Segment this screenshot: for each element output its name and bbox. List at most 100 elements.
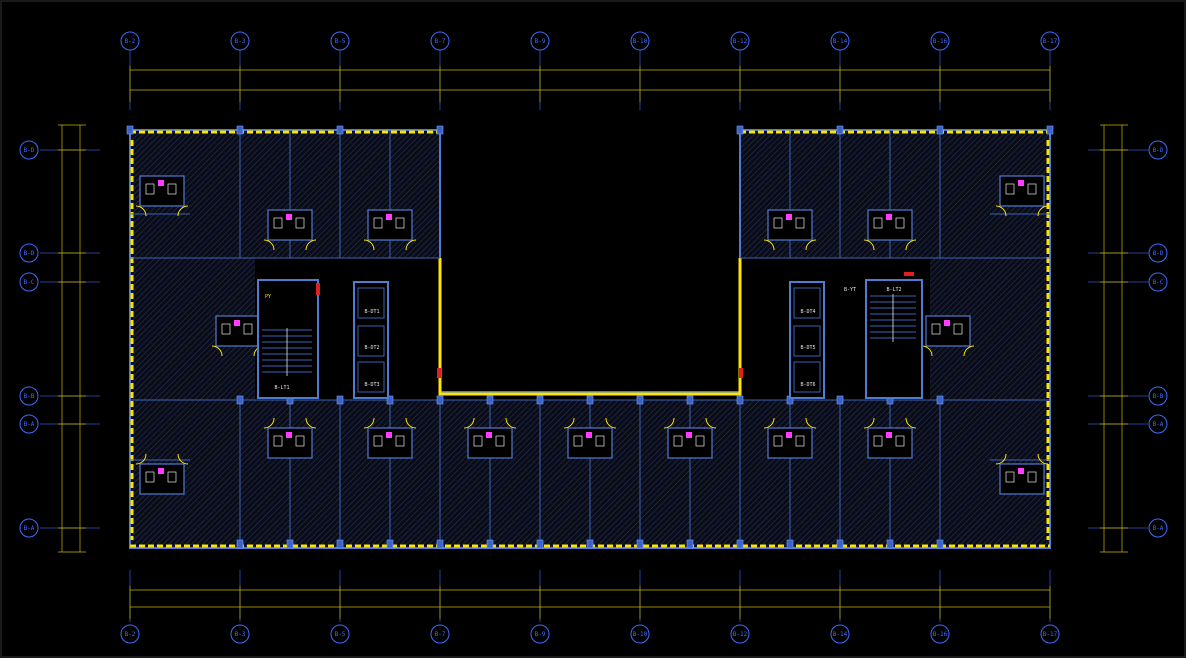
fixture-marker [886, 432, 892, 438]
structural-column [236, 539, 244, 549]
grid-bubble [1148, 414, 1168, 434]
structural-column [736, 539, 744, 549]
toilet-icon [773, 217, 783, 229]
fixture-marker [786, 214, 792, 220]
grid-bubble-label: B-2 [125, 631, 136, 638]
fixture-marker [286, 214, 292, 220]
toilet-icon [1005, 183, 1015, 195]
door-swing [705, 417, 717, 429]
sink-icon [243, 323, 253, 335]
floor-right-wing [740, 130, 1050, 258]
left-shaft-label: PY [265, 294, 271, 300]
grid-bubble [830, 31, 850, 51]
grid-bubble-label: B-17 [1043, 631, 1058, 638]
grid-bubble-label: B-10 [633, 38, 648, 45]
sink-icon [1027, 471, 1037, 483]
fixture-marker [586, 432, 592, 438]
grid-bubble-label: B-D [24, 250, 35, 257]
building-plan: B-LT1 PY B-DT1 B-DT2 B-DT3 [126, 125, 1054, 549]
floor-left-wing [130, 130, 440, 258]
grid-bubble-label: B-9 [535, 631, 546, 638]
right-elevator-3-label: B-DT6 [800, 382, 815, 388]
bathroom-unit [863, 209, 917, 251]
structural-column [236, 125, 244, 135]
hydrant-marker-2 [437, 368, 441, 378]
bathroom-unit [763, 209, 817, 251]
grid-bubble-label: B-16 [933, 38, 948, 45]
structural-column [836, 125, 844, 135]
fixture-marker [234, 320, 240, 326]
structural-column [1046, 125, 1054, 135]
structural-column [636, 539, 644, 549]
bathroom-unit [921, 315, 975, 357]
door-swing [805, 239, 817, 251]
grid-bubble [830, 624, 850, 644]
door-swing [663, 417, 675, 429]
bathroom-unit [135, 453, 189, 495]
door-swing [1037, 453, 1049, 465]
bathroom-unit [263, 209, 317, 251]
door-swing [463, 417, 475, 429]
grid-bubble-label: B-B [24, 393, 35, 400]
left-elevator-2 [357, 325, 385, 357]
sink-icon [295, 217, 305, 229]
fixture-marker [686, 432, 692, 438]
grid-bubble [1040, 31, 1060, 51]
door-swing [135, 453, 147, 465]
door-swing [363, 417, 375, 429]
sink-icon [1027, 183, 1037, 195]
toilet-icon [145, 471, 155, 483]
structural-column [686, 395, 694, 405]
bathroom-unit [135, 175, 189, 217]
structural-column [436, 125, 444, 135]
toilet-icon [273, 435, 283, 447]
grid-bubble [530, 624, 550, 644]
structural-column [936, 125, 944, 135]
toilet-icon [373, 435, 383, 447]
right-stair-label: B-LT2 [886, 287, 901, 293]
grid-bubble [19, 243, 39, 263]
grid-bubble-label: B-2 [125, 38, 136, 45]
hydrant-marker-1 [316, 283, 320, 295]
hydrant-marker-3 [739, 368, 743, 378]
left-elevator-3 [357, 361, 385, 393]
sink-icon [167, 183, 177, 195]
door-swing [405, 239, 417, 251]
door-swing [305, 239, 317, 251]
structural-column [636, 395, 644, 405]
toilet-icon [1005, 471, 1015, 483]
bathroom-unit [663, 417, 717, 459]
left-elevator-3-label: B-DT3 [364, 382, 379, 388]
grid-bubble [230, 31, 250, 51]
toilet-icon [221, 323, 231, 335]
structural-column [236, 395, 244, 405]
hydrant-marker-4 [904, 272, 914, 276]
sink-icon [795, 217, 805, 229]
grid-bubble-label: B-A [1153, 525, 1164, 532]
toilet-icon [573, 435, 583, 447]
structural-column [126, 125, 134, 135]
toilet-icon [373, 217, 383, 229]
door-swing [605, 417, 617, 429]
dimension-layer [58, 66, 1128, 619]
fixture-marker [386, 214, 392, 220]
grid-bubble-label: B-14 [833, 631, 848, 638]
door-swing [995, 453, 1007, 465]
grid-bubble-label: B-A [24, 525, 35, 532]
grid-bubble [230, 624, 250, 644]
door-swing [763, 417, 775, 429]
fixture-marker [944, 320, 950, 326]
fixture-marker [158, 468, 164, 474]
toilet-icon [873, 435, 883, 447]
bathroom-unit [563, 417, 617, 459]
grid-bubble-label: B-A [1153, 421, 1164, 428]
grid-bubble-label: B-7 [435, 631, 446, 638]
toilet-icon [773, 435, 783, 447]
door-swing [177, 205, 189, 217]
bathroom-unit [995, 175, 1049, 217]
fixture-marker [286, 432, 292, 438]
courtyard-edge [438, 258, 742, 396]
grid-bubble-label: B-9 [535, 38, 546, 45]
